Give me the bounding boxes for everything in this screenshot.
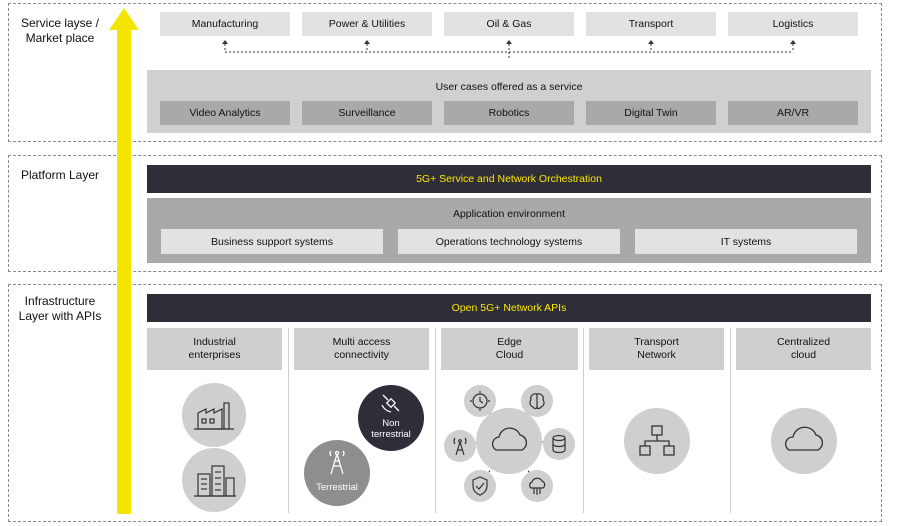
use-case-video-analytics: Video Analytics [160, 101, 290, 125]
industry-logistics: Logistics [728, 12, 858, 36]
industry-connector-lines [222, 40, 796, 58]
cell-tower-icon [329, 450, 345, 475]
cloud-network-icon [521, 470, 553, 502]
col-industrial-enterprises: Industrial enterprises [147, 328, 282, 370]
col-transport-network: Transport Network [589, 328, 724, 370]
non-terrestrial-label: Non terrestrial [371, 418, 411, 440]
use-case-robotics: Robotics [444, 101, 574, 125]
infrastructure-layer-title: Infrastructure Layer with APIs [18, 294, 102, 323]
column-divider [583, 328, 584, 513]
platform-layer-frame [8, 155, 882, 272]
network-topology-icon [624, 408, 690, 474]
infrastructure-layer-frame [8, 284, 882, 522]
non-terrestrial-satellite: Non terrestrial [358, 385, 424, 451]
column-divider [435, 328, 436, 513]
terrestrial-tower: Terrestrial [304, 440, 370, 506]
office-buildings-icon [182, 448, 246, 512]
application-environment-title: Application environment [452, 208, 566, 220]
database-icon [543, 428, 575, 460]
terrestrial-label: Terrestrial [316, 482, 358, 493]
platform-layer-title: Platform Layer [20, 168, 100, 182]
operations-technology-systems: Operations technology systems [398, 229, 620, 254]
antenna-icon [444, 430, 476, 462]
upward-arrow [109, 8, 139, 514]
satellite-icon [381, 394, 400, 413]
gear-clock-icon [464, 385, 496, 417]
column-divider [730, 328, 731, 513]
use-case-surveillance: Surveillance [302, 101, 432, 125]
col-edge-cloud: Edge Cloud [441, 328, 578, 370]
industry-power-utilities: Power & Utilities [302, 12, 432, 36]
service-layer-title: Service layse / Market place [20, 16, 100, 45]
service-layer-frame [8, 3, 882, 142]
industry-manufacturing: Manufacturing [160, 12, 290, 36]
orchestration-bar: 5G+ Service and Network Orchestration [147, 165, 871, 193]
col-multi-access-connectivity: Multi access connectivity [294, 328, 429, 370]
central-cloud-icon [771, 408, 837, 474]
column-divider [288, 328, 289, 513]
industry-transport: Transport [586, 12, 716, 36]
shield-icon [464, 470, 496, 502]
cloud-hub-icon [476, 408, 542, 474]
use-case-digital-twin: Digital Twin [586, 101, 716, 125]
use-cases-title: User cases offered as a service [435, 81, 583, 93]
col-centralized-cloud: Centralized cloud [736, 328, 871, 370]
upward-arrow-shape [109, 8, 139, 514]
industry-oil-gas: Oil & Gas [444, 12, 574, 36]
it-systems: IT systems [635, 229, 857, 254]
open-apis-bar: Open 5G+ Network APIs [147, 294, 871, 322]
brain-icon [521, 385, 553, 417]
factory-icon [182, 383, 246, 447]
business-support-systems: Business support systems [161, 229, 383, 254]
use-case-ar-vr: AR/VR [728, 101, 858, 125]
